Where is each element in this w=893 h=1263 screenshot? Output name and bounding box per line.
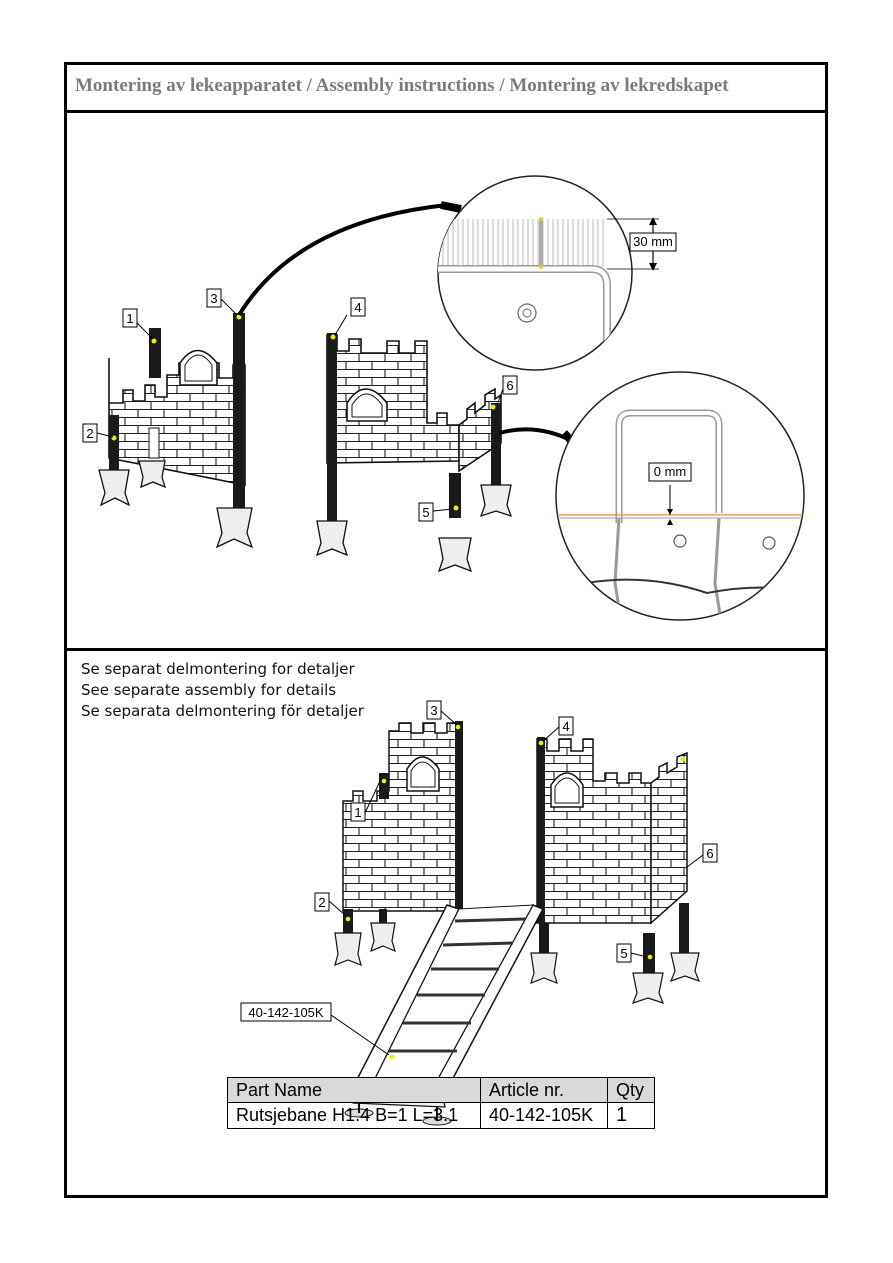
header: Montering av lekeapparatet / Assembly in… [67, 65, 825, 113]
callout-1: 1 [126, 311, 133, 326]
callout-3: 3 [210, 291, 217, 306]
page-frame: Montering av lekeapparatet / Assembly in… [64, 62, 828, 1198]
callout-5: 5 [620, 946, 627, 961]
callout-6: 6 [706, 846, 713, 861]
slide-article-label: 40-142-105K [248, 1005, 323, 1020]
step-2-illustration: 1 2 3 4 5 6 40-142-105K [240, 700, 718, 1126]
step-1-illustration: 30 mm 0 [82, 175, 805, 621]
cell-qty: 1 [607, 1102, 655, 1129]
note-line-no: Se separat delmontering for detaljer [81, 660, 355, 678]
step-2-panel: 1 2 3 4 5 6 40-142-105K [67, 651, 825, 1195]
callout-6: 6 [506, 378, 513, 393]
measure-30mm-label: 30 mm [633, 234, 673, 249]
measure-0mm-label: 0 mm [654, 464, 687, 479]
callout-3: 3 [430, 703, 437, 718]
cell-article-nr: 40-142-105K [480, 1102, 608, 1129]
callout-2: 2 [318, 895, 325, 910]
step-1-panel: 30 mm 0 [67, 113, 825, 651]
header-qty: Qty [607, 1077, 655, 1103]
castle-wall-left [98, 313, 254, 549]
table-row: Rutsjebane H1.4 B=1 L=3.1 40-142-105K 1 [227, 1102, 655, 1129]
note-line-en: See separate assembly for details [81, 681, 337, 699]
header-part-name: Part Name [227, 1077, 481, 1103]
callout-2: 2 [86, 426, 93, 441]
header-article-nr: Article nr. [480, 1077, 608, 1103]
callout-4: 4 [562, 719, 569, 734]
detail-circle-top: 30 mm [437, 175, 677, 371]
castle-assembly-right [530, 737, 701, 1004]
parts-table-header: Part Name Article nr. Qty [227, 1077, 655, 1103]
cell-part-name: Rutsjebane H1.4 B=1 L=3.1 [227, 1102, 481, 1129]
assembly-note: Se separat delmontering for detaljer See… [81, 659, 364, 722]
note-line-se: Se separata delmontering för detaljer [81, 702, 364, 720]
callout-4: 4 [354, 300, 361, 315]
callout-5: 5 [422, 505, 429, 520]
castle-assembly-left [334, 721, 463, 966]
page-title: Montering av lekeapparatet / Assembly in… [75, 75, 729, 96]
detail-circle-bottom: 0 mm [555, 371, 805, 621]
parts-table: Part Name Article nr. Qty Rutsjebane H1.… [227, 1077, 655, 1129]
castle-wall-right [315, 333, 513, 573]
callout-1: 1 [354, 805, 361, 820]
